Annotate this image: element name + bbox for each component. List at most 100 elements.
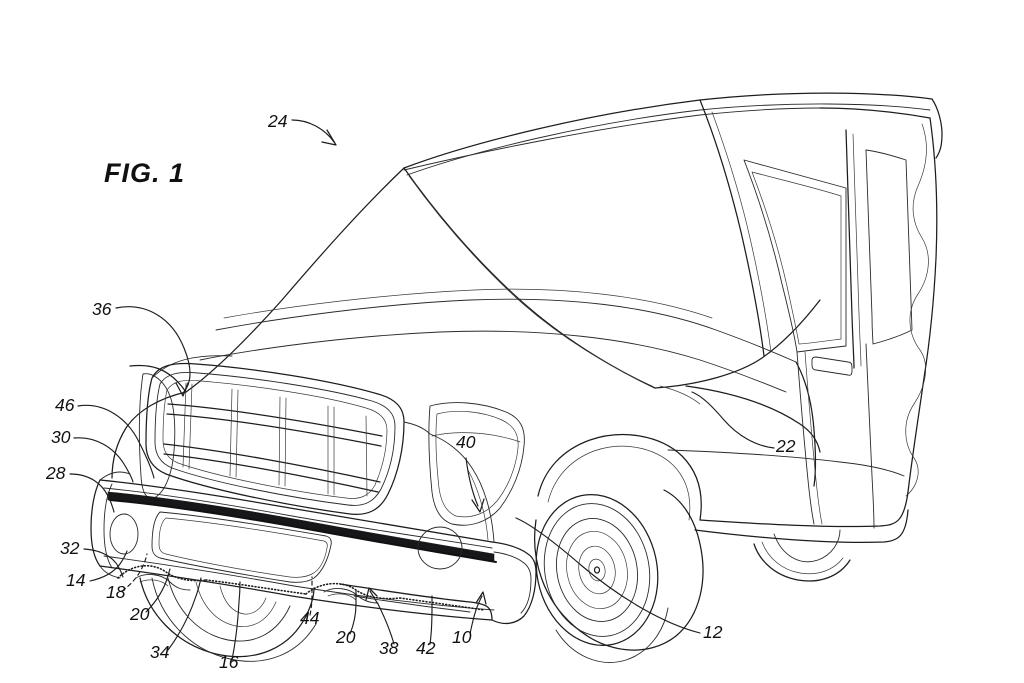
fender-left-upper-edge	[129, 364, 187, 393]
front-door-window	[743, 159, 847, 353]
leader-20-right	[349, 590, 357, 635]
vehicle-body-group	[111, 92, 943, 582]
bumper-right-end-inner	[493, 551, 532, 614]
leader-40-arrowhead	[471, 498, 485, 513]
bumper-shelf-right	[429, 433, 495, 543]
a-pillar-outer	[699, 99, 765, 357]
grille-frame-inner	[154, 372, 396, 506]
grille-divider-1b	[188, 383, 193, 470]
leader-10	[469, 595, 483, 635]
callout-number-20-left: 20	[129, 604, 150, 624]
callout-number-38: 38	[379, 638, 399, 658]
tire-front-left-tread-3	[219, 585, 267, 615]
callout-number-42: 42	[416, 638, 436, 658]
front-rim-outer	[555, 518, 639, 622]
windshield-glass-top	[403, 107, 821, 171]
cab-rear-top	[819, 107, 931, 119]
bumper-accent-strip-edge	[109, 499, 497, 563]
hood-outline	[185, 167, 405, 393]
callout-leaders	[69, 119, 775, 661]
door-handle	[811, 356, 853, 376]
grille	[145, 355, 431, 515]
callout-number-20-right: 20	[335, 627, 356, 647]
callout-number-22: 22	[775, 436, 796, 456]
leader-20-left	[145, 568, 171, 613]
valance-stipple-center	[205, 579, 307, 595]
rear-wheel-arch	[753, 543, 851, 582]
callout-number-10: 10	[452, 627, 472, 647]
fascia-lower-panel	[353, 595, 471, 613]
grille-divider-2	[229, 388, 233, 477]
headlamp-right-lens-line	[431, 432, 521, 443]
front-tire-bead	[543, 503, 651, 637]
callout-number-32: 32	[60, 538, 80, 558]
front-tire-bottom	[555, 607, 669, 663]
callout-number-34: 34	[150, 642, 170, 662]
windshield-header-inner	[408, 175, 653, 387]
hood-crease-lower	[199, 330, 787, 393]
bumper-end-cap-left	[90, 479, 101, 567]
rocker-panel-bottom	[694, 509, 909, 544]
leader-42	[429, 595, 433, 645]
door-lower-crease	[667, 449, 905, 477]
windshield-header	[403, 167, 656, 389]
a-pillar-inner	[711, 111, 772, 353]
callout-number-46: 46	[55, 395, 75, 415]
leader-24-arrowhead	[321, 129, 337, 146]
rocker-panel-top	[699, 491, 909, 528]
grille-bar-1b	[166, 413, 382, 447]
bumper-shelf-right-2	[467, 469, 489, 541]
leader-46	[77, 404, 155, 479]
callout-number-12: 12	[703, 622, 723, 642]
bumper-fascia-face-2	[103, 555, 495, 611]
wheel-well-liner	[151, 577, 317, 662]
roof-inner-edge	[406, 103, 931, 176]
bumper-fascia-face	[99, 565, 493, 621]
deflector-right-outline	[323, 588, 379, 604]
front-wheel-arch	[537, 434, 702, 521]
leader-22	[691, 391, 775, 449]
bumper-top-edge	[99, 479, 493, 543]
front-door-window-inner	[751, 171, 842, 345]
leader-38	[369, 590, 395, 645]
leader-18	[121, 553, 148, 592]
grille-divider-3	[278, 396, 281, 486]
leader-44	[309, 576, 313, 616]
valance-stipple-left	[117, 565, 207, 582]
grille-bar-1	[167, 403, 383, 437]
bumper-right-end	[491, 541, 537, 625]
rear-door-window	[865, 149, 913, 345]
callout-number-16: 16	[219, 652, 239, 672]
rear-door-shut-line	[865, 343, 875, 529]
leader-36	[115, 306, 191, 395]
fog-lamp-right	[417, 526, 463, 570]
leader-40	[465, 457, 479, 507]
bumper-upper-corner	[99, 471, 131, 481]
b-pillar-inner	[852, 133, 862, 367]
fascia-lower-lip	[339, 583, 493, 621]
headlamp-left	[138, 373, 176, 499]
cab-rear-outline	[907, 117, 938, 493]
rear-tire	[773, 529, 841, 563]
hood-shut-line	[223, 288, 713, 319]
leader-36-arrowhead	[175, 382, 189, 397]
leader-12	[515, 517, 701, 634]
grille-divider-1	[182, 382, 187, 468]
callout-number-18: 18	[106, 582, 126, 602]
grille-bar-2	[163, 443, 381, 483]
front-hub-center	[593, 566, 601, 574]
bumper-center-opening-inner	[158, 517, 328, 578]
leader-14	[89, 550, 128, 582]
cowl-line	[654, 299, 821, 389]
callout-number-28: 28	[45, 463, 66, 483]
grille-upper-surround	[151, 355, 233, 379]
tire-front-left-tread-1	[167, 577, 291, 642]
front-tire-outer	[534, 489, 704, 651]
callout-number-40: 40	[456, 432, 476, 452]
deflector-left-inner	[139, 579, 169, 587]
grille-divider-5	[365, 415, 368, 497]
leader-24	[291, 119, 335, 143]
headlamp-right	[428, 402, 525, 526]
